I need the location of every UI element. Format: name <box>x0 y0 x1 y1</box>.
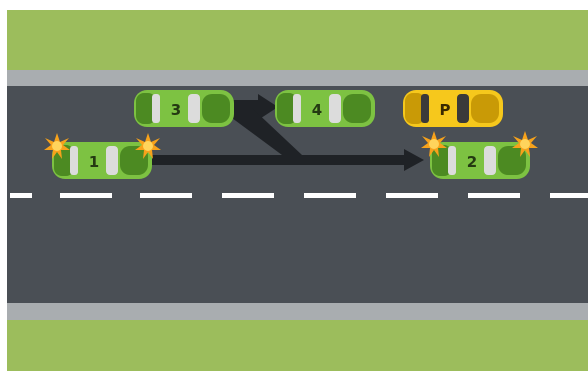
car-1-label: 1 <box>89 153 99 171</box>
car-3-label: 3 <box>171 101 181 119</box>
car-parked-label: P <box>440 101 451 119</box>
lane-dash <box>222 193 274 198</box>
car-4: 4 <box>275 90 375 127</box>
lane-dash <box>550 193 588 198</box>
car-hood <box>202 94 230 123</box>
rear-window <box>70 146 78 175</box>
car-hood <box>120 146 148 175</box>
car-hood <box>343 94 371 123</box>
grass-top <box>7 10 588 72</box>
windshield <box>484 146 496 175</box>
windshield <box>188 94 200 123</box>
lane-dash <box>140 193 192 198</box>
rear-window <box>421 94 429 123</box>
windshield <box>106 146 118 175</box>
curb-top <box>7 70 588 87</box>
grass-bottom <box>7 318 588 371</box>
windshield <box>329 94 341 123</box>
lane-dash <box>10 193 32 198</box>
rear-window <box>448 146 456 175</box>
lane-dash <box>386 193 438 198</box>
car-2-label: 2 <box>467 153 477 171</box>
car-3: 3 <box>134 90 234 127</box>
lane-dash <box>304 193 356 198</box>
car-parked: P <box>403 90 503 127</box>
lane-dash <box>60 193 112 198</box>
rear-window <box>293 94 301 123</box>
rear-window <box>152 94 160 123</box>
car-1: 1 <box>52 142 152 179</box>
windshield <box>457 94 469 123</box>
car-hood <box>471 94 499 123</box>
lane-dash <box>468 193 520 198</box>
car-4-label: 4 <box>312 101 322 119</box>
curb-bottom <box>7 302 588 320</box>
